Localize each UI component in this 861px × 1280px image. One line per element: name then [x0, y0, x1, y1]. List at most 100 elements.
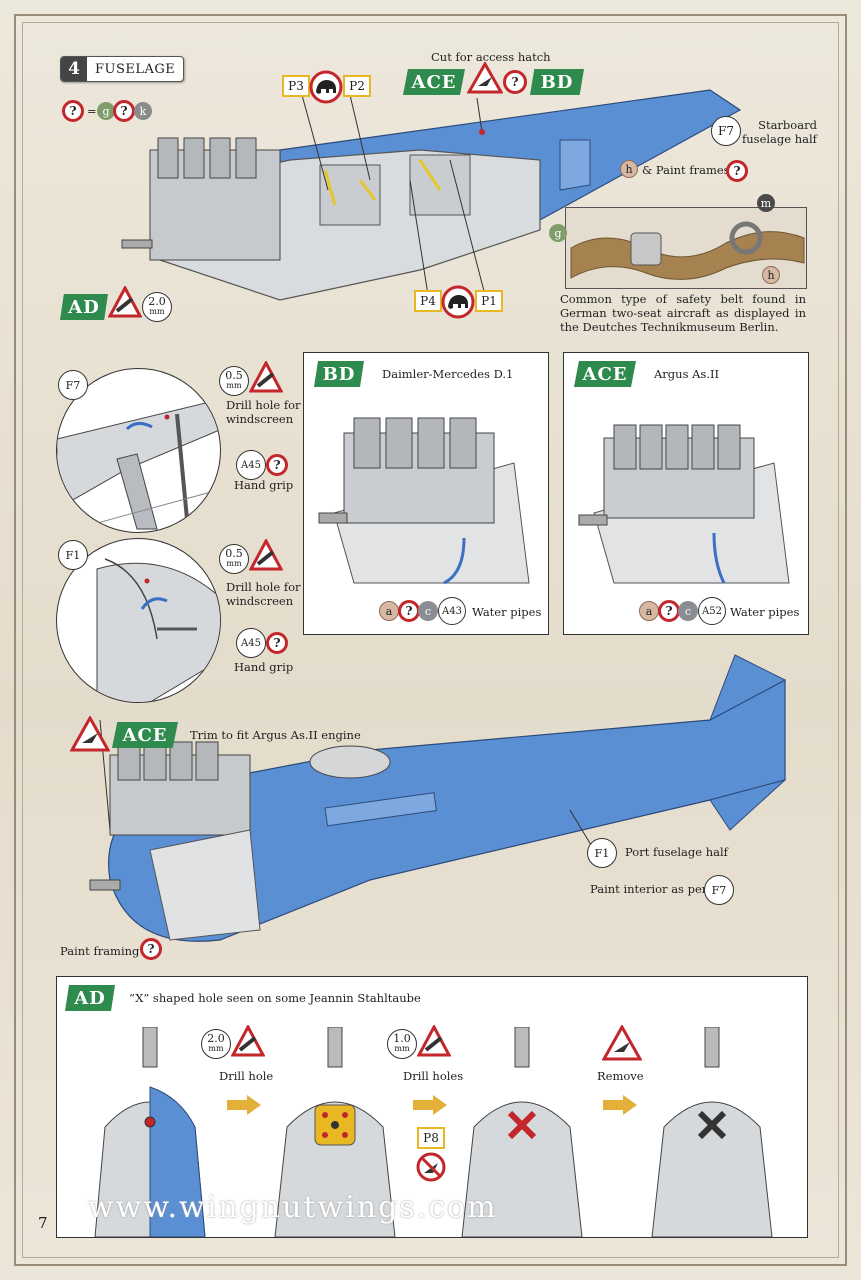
cut-access-hatch-label: Cut for access hatch [431, 50, 551, 64]
badge-ace-top: ACE [403, 69, 465, 95]
part-f7-detail: F7 [58, 370, 88, 400]
detail-1-drawing [57, 398, 220, 532]
part-f7: F7 [711, 116, 741, 146]
detail2-part-a45: A45 [236, 628, 266, 658]
arrow-right-icon-3 [603, 1095, 637, 1115]
drill-warning-icon-x2 [417, 1025, 451, 1057]
part-p2: P2 [343, 75, 371, 97]
part-p8: P8 [417, 1127, 445, 1149]
badge-bd-top: BD [530, 69, 584, 95]
engine-ace-name: Argus As.II [654, 367, 720, 381]
nose-view-4 [651, 1027, 773, 1237]
part-p4: P4 [414, 290, 442, 312]
step-title: FUSELAGE [95, 61, 176, 77]
engine-ace-part-a52: A52 [698, 597, 726, 625]
detail1-drill-label: Drill hole for windscreen [226, 398, 301, 426]
paint-question-icon-2: ? [113, 100, 135, 122]
paint-question-icon-framing: ? [140, 938, 162, 960]
engine-ace-paint-a: a [639, 601, 659, 621]
paint-h-chip: h [620, 160, 638, 178]
engine-ace-water-pipes: Water pipes [730, 605, 800, 619]
elephant-icon [309, 70, 343, 104]
detail2-hand-grip-label: Hand grip [234, 660, 294, 674]
drill-warning-icon-x1 [231, 1025, 265, 1057]
paint-frames-label: & Paint frames [642, 163, 730, 177]
detail1-drill-unit: mm [226, 381, 242, 390]
detail-2-drawing [96, 558, 220, 702]
paint-equals: = [87, 104, 97, 118]
paint-framing-label: Paint framing [60, 944, 140, 958]
drill-warning-icon [108, 286, 142, 318]
website-watermark: www.wingnutwings.com [88, 1190, 498, 1225]
engine-ace-paint-question: ? [658, 600, 680, 622]
engine-bd-name: Daimler-Mercedes D.1 [382, 367, 514, 381]
detail2-drill-unit: mm [226, 559, 242, 568]
detail1-hand-grip-label: Hand grip [234, 478, 294, 492]
trim-label: Trim to fit Argus As.II engine [190, 728, 361, 742]
detail1-part-a45: A45 [236, 450, 266, 480]
detail2-drill-value: 0.5 [225, 547, 243, 560]
engine-bd-badge: BD [314, 361, 364, 387]
nose-view-2 [274, 1027, 396, 1237]
x-drill2-size: 1.0 mm [387, 1029, 417, 1059]
safety-belt-caption: Common type of safety belt found in Germ… [560, 292, 806, 334]
engine-ace-paint-c: c [678, 601, 698, 621]
x-drill1-unit: mm [208, 1044, 224, 1053]
page-border-outer [14, 14, 847, 1266]
knife-warning-icon-port [70, 716, 110, 752]
part-p1: P1 [475, 290, 503, 312]
x-hole-title: “X” shaped hole seen on some Jeannin Sta… [129, 991, 421, 1005]
engine-bd-water-pipes: Water pipes [472, 605, 542, 619]
badge-ace-port: ACE [112, 722, 178, 748]
engine-ace-drawing [578, 424, 790, 584]
elephant-icon-2 [441, 285, 475, 319]
starboard-fuselage-illustration [121, 89, 742, 301]
paint-m-chip: m [757, 194, 775, 212]
paint-interior-label: Paint interior as per [590, 882, 708, 896]
remove-label: Remove [597, 1069, 644, 1083]
paint-h-chip-belt: h [762, 266, 780, 284]
detail1-drill-value: 0.5 [225, 369, 243, 382]
drill-size: 2.0 [148, 295, 166, 308]
detail-circle-windscreen-2 [56, 538, 221, 703]
port-fuselage-illustration [89, 654, 787, 942]
page-border-inner [22, 22, 839, 1258]
drill-warning-icon-d2 [249, 539, 283, 571]
engine-bd-paint-c: c [418, 601, 438, 621]
engine-bd-paint-a: a [379, 601, 399, 621]
step-header: 4 FUSELAGE [60, 56, 185, 82]
arrow-right-icon-1 [227, 1095, 261, 1115]
x-drill1-value: 2.0 [207, 1032, 225, 1045]
drill-warning-icon-d1 [249, 361, 283, 393]
engine-bd-panel: BD Daimler-Mercedes D.1 a ? c A43 Water … [303, 352, 549, 635]
paint-g-chip-belt: g [549, 224, 567, 242]
paint-question-icon-top: ? [503, 70, 527, 94]
detail1-drill-size: 0.5 mm [219, 366, 249, 396]
detail2-drill-size: 0.5 mm [219, 544, 249, 574]
x-drill1-size: 2.0 mm [201, 1029, 231, 1059]
knife-warning-icon [467, 62, 503, 94]
engine-ace-badge: ACE [574, 361, 636, 387]
x-drill2-label: Drill holes [403, 1069, 464, 1083]
detail2-drill-label: Drill hole for windscreen [226, 580, 301, 608]
paint-g-chip: g [97, 102, 115, 120]
paint-question-icon-frames: ? [726, 160, 748, 182]
badge-ad-top: AD [60, 294, 108, 320]
knife-warning-icon-remove [602, 1025, 642, 1061]
paint-question-icon: ? [62, 100, 84, 122]
paint-k-chip: k [134, 102, 152, 120]
detail1-paint-question-icon: ? [266, 454, 288, 476]
x-drill2-value: 1.0 [393, 1032, 411, 1045]
detail2-paint-question-icon: ? [266, 632, 288, 654]
part-f1-port: F1 [587, 838, 617, 868]
nose-view-1 [94, 1027, 206, 1237]
badge-ad-bottom: AD [65, 985, 115, 1011]
x-hole-panel: AD “X” shaped hole seen on some Jeannin … [56, 976, 808, 1238]
drill-unit: mm [149, 307, 165, 316]
x-drill1-label: Drill hole [219, 1069, 274, 1083]
nose-view-3 [461, 1027, 583, 1237]
arrow-right-icon-2 [413, 1095, 447, 1115]
drill-size-circle: 2.0 mm [142, 292, 172, 322]
part-f7-port: F7 [704, 875, 734, 905]
